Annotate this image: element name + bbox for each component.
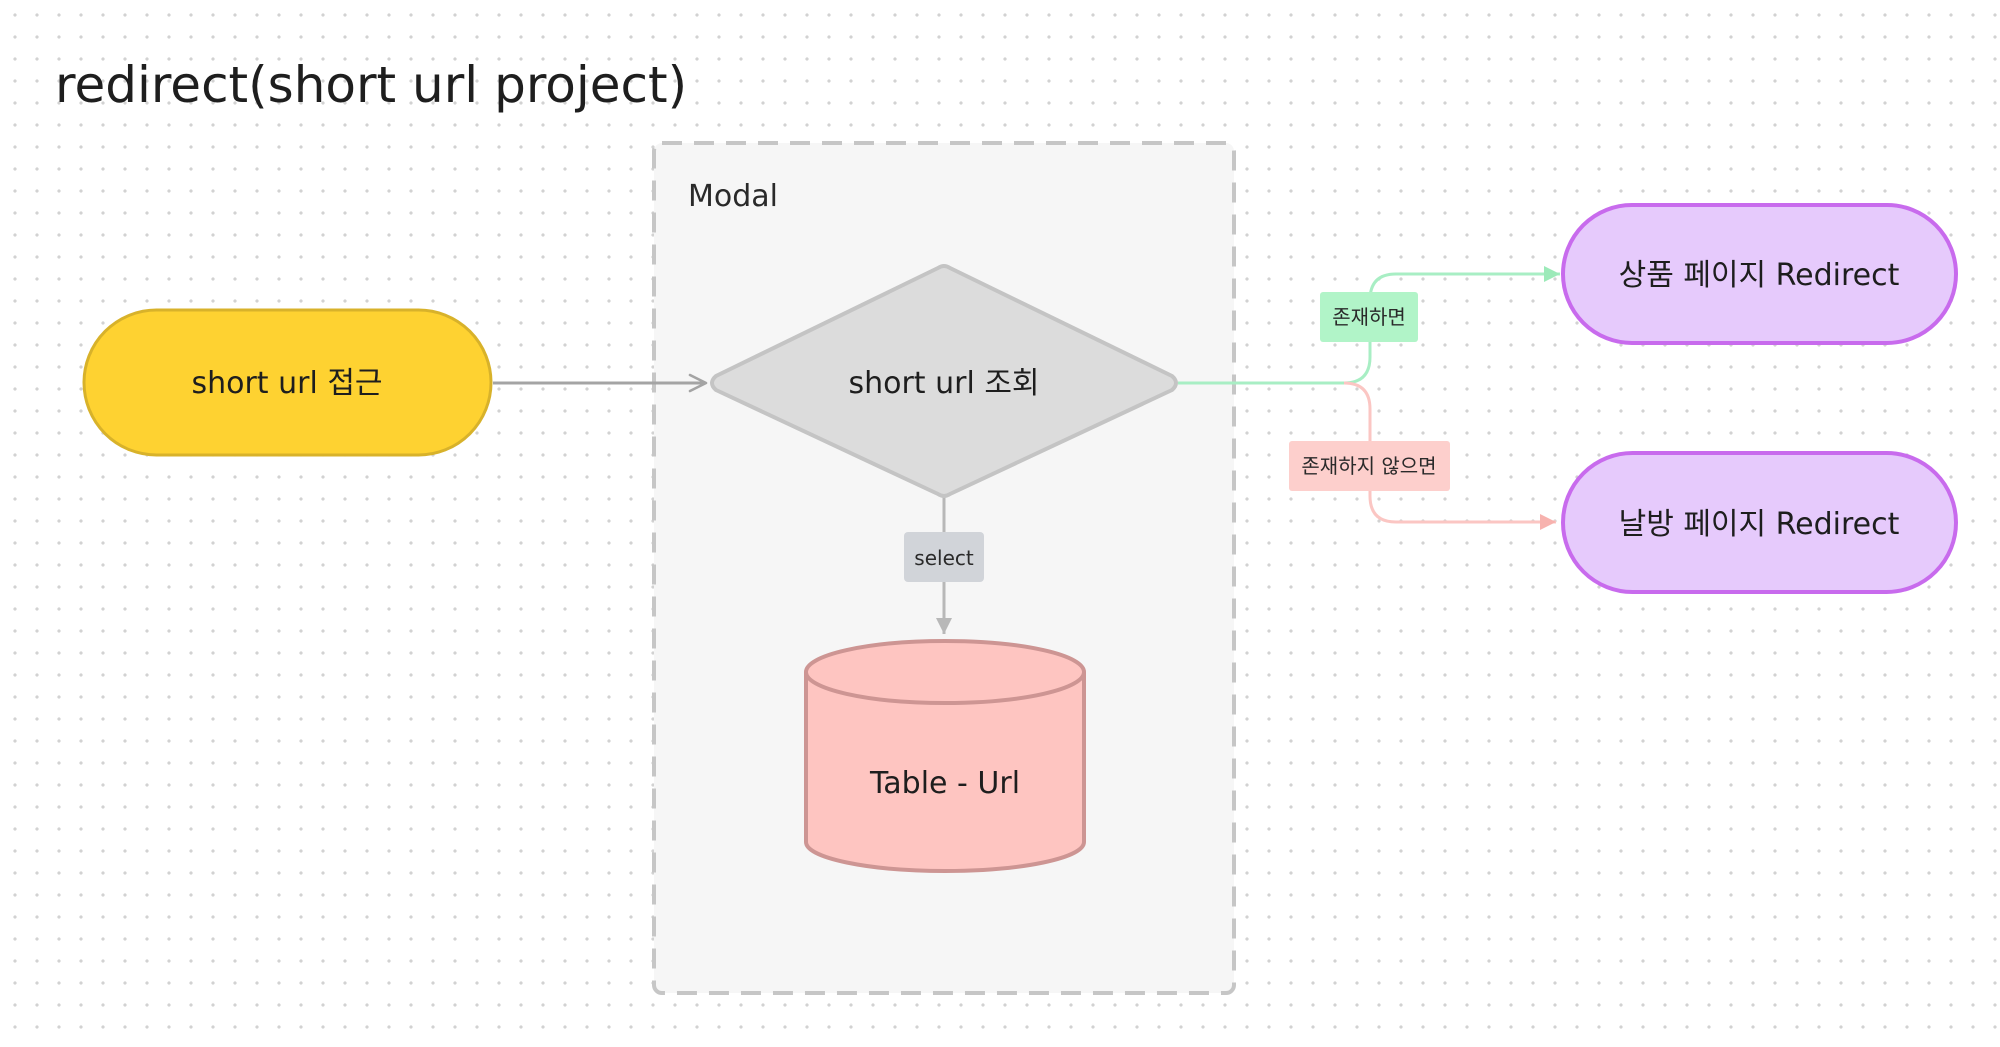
node-table[interactable]: Table - Url bbox=[804, 639, 1086, 873]
node-decision-shape bbox=[710, 264, 1178, 498]
diagram-title: redirect(short url project) bbox=[55, 56, 687, 114]
edge-exists-label: 존재하면 bbox=[1332, 305, 1406, 329]
edge-select[interactable]: select bbox=[904, 496, 984, 634]
node-start[interactable]: short url 접근 bbox=[82, 308, 493, 457]
modal-group-label: Modal bbox=[688, 179, 778, 214]
node-product-redirect-shape bbox=[1561, 203, 1958, 345]
node-start-label: short url 접근 bbox=[191, 366, 382, 401]
node-fallback-redirect[interactable]: 날방 페이지 Redirect bbox=[1561, 451, 1958, 594]
node-product-redirect[interactable]: 상품 페이지 Redirect bbox=[1561, 203, 1958, 345]
node-fallback-redirect-shape bbox=[1561, 451, 1958, 594]
node-product-redirect-label: 상품 페이지 Redirect bbox=[1619, 258, 1900, 293]
node-decision[interactable]: short url 조회 bbox=[710, 264, 1178, 498]
edge-not-exists-label: 존재하지 않으면 bbox=[1301, 454, 1436, 478]
edge-not-exists-label-box bbox=[1289, 441, 1450, 491]
node-table-body bbox=[804, 672, 1086, 873]
edge-not-exists[interactable]: 존재하지 않으면 bbox=[1289, 381, 1556, 530]
edge-select-label: select bbox=[914, 546, 974, 570]
node-table-label: Table - Url bbox=[869, 766, 1020, 801]
edge-not-exists-line bbox=[1343, 381, 1556, 530]
node-start-shape bbox=[82, 308, 493, 457]
edge-select-label-box bbox=[904, 532, 984, 582]
edge-exists[interactable]: 존재하면 bbox=[1178, 266, 1560, 385]
node-fallback-redirect-label: 날방 페이지 Redirect bbox=[1619, 507, 1900, 542]
node-table-top bbox=[804, 639, 1086, 705]
node-decision-label: short url 조회 bbox=[848, 366, 1039, 401]
edge-exists-label-box bbox=[1320, 292, 1418, 342]
